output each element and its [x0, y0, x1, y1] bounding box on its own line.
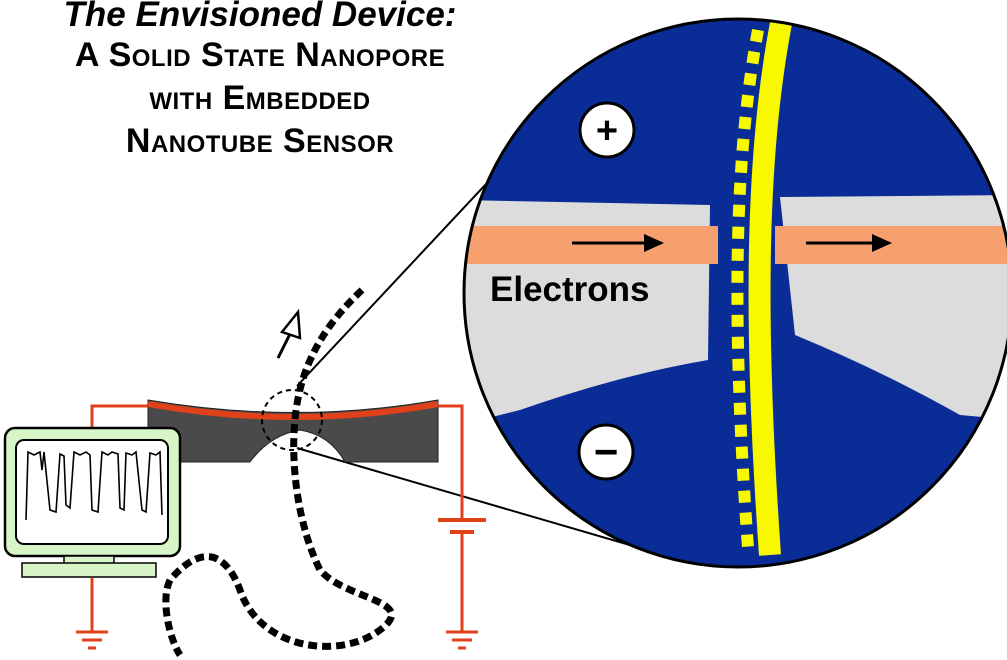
title-block: The Envisioned Device: A Solid State Nan…: [0, 0, 520, 163]
ground-icon-right: [446, 630, 478, 650]
title-line-4: Nanotube Sensor: [125, 122, 395, 160]
minus-symbol: −: [594, 428, 619, 475]
electrode-right: [775, 226, 1007, 264]
zoom-line-bottom: [296, 447, 641, 549]
dna-strand: [162, 287, 395, 657]
signal-monitor: [3, 426, 182, 578]
plus-sign: +: [578, 101, 636, 159]
dna-strand-magnified: [748, 19, 793, 556]
circuit-wires: [90, 404, 464, 632]
electrons-label: Electrons: [490, 270, 650, 309]
pore-highlight-circle: [261, 389, 323, 451]
translocation-arrow: [276, 308, 302, 359]
dna-bases-magnified: [731, 28, 764, 549]
minus-sign: −: [577, 423, 635, 481]
ground-icon-left: [76, 630, 108, 650]
electrode-left: [464, 226, 718, 264]
plus-symbol: +: [596, 110, 618, 152]
electron-arrow-left: [572, 234, 664, 252]
current-trace: [25, 450, 163, 521]
magnified-nanopore: [464, 19, 1007, 567]
electron-arrow-right: [806, 234, 892, 252]
battery-icon: [438, 518, 486, 534]
magnifier-outline: [462, 17, 1007, 569]
title-line-1: The Envisioned Device:: [63, 0, 457, 34]
title-line-2: A Solid State Nanopore: [74, 36, 446, 74]
title-line-3: with Embedded: [149, 79, 371, 117]
